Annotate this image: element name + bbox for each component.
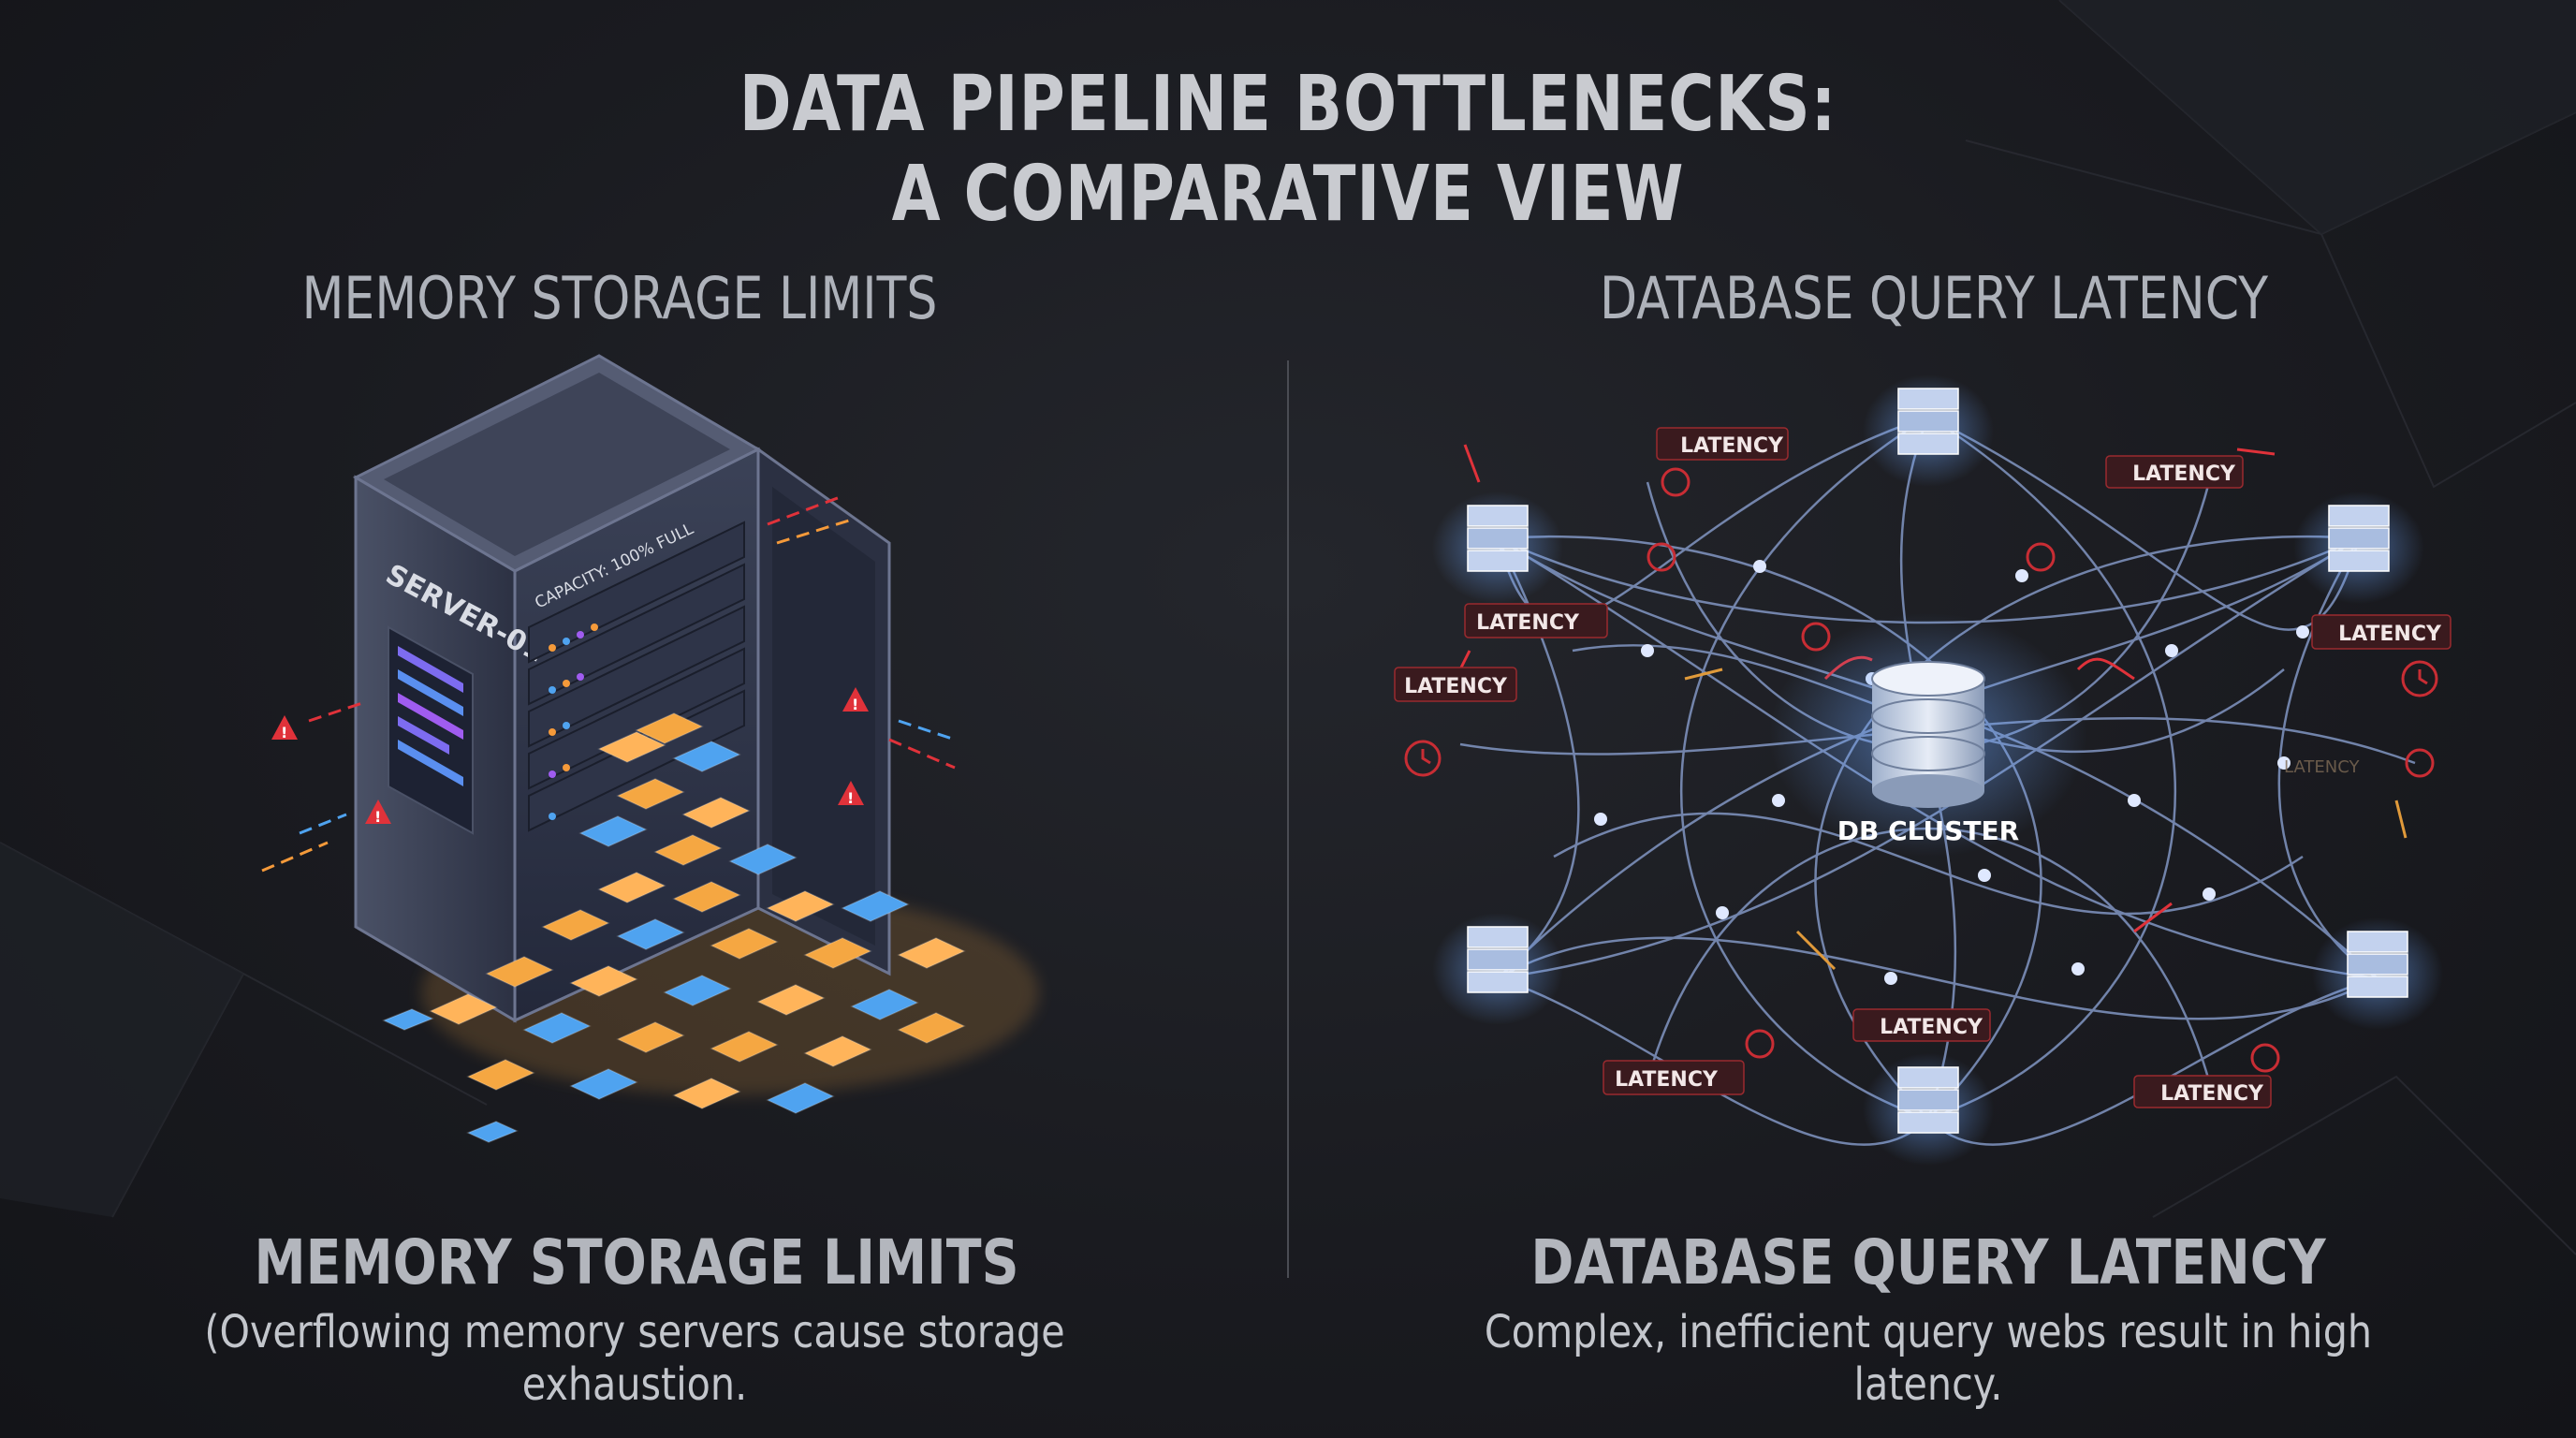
latency-tag: LATENCY: [1656, 427, 1789, 461]
database-icon: [1769, 613, 2087, 857]
latency-tag: LATENCY: [2105, 455, 2244, 489]
server-node: [1432, 374, 2443, 1166]
title-line-2: A COMPARATIVE VIEW: [891, 150, 1685, 239]
clock-icon: [1404, 467, 2438, 1073]
memory-caption-text: (Overflowing memory servers cause storag…: [204, 1306, 1065, 1411]
server-overflow-illustration: SERVER-01 CAPACITY: 100% FULL: [261, 354, 1039, 1143]
svg-text:LATENCY: LATENCY: [2338, 623, 2442, 646]
svg-text:!: !: [852, 696, 858, 713]
svg-text:LATENCY: LATENCY: [1404, 675, 1508, 698]
warning-icon: ! ! ! !: [271, 687, 869, 826]
svg-text:!: !: [847, 789, 854, 807]
latency-caption-text: Complex, inefficient query webs result i…: [1484, 1306, 2373, 1411]
panel-divider: [1287, 360, 1289, 1278]
latency-caption-title: DATABASE QUERY LATENCY: [1530, 1226, 2326, 1299]
svg-text:LATENCY: LATENCY: [1680, 434, 1784, 458]
db-cluster-label: DB CLUSTER: [1837, 815, 2019, 846]
svg-text:LATENCY: LATENCY: [2160, 1082, 2264, 1106]
latency-faded-label: LATENCY: [2284, 757, 2360, 777]
latency-tag: LATENCY: [1603, 1060, 1745, 1095]
latency-panel-heading: DATABASE QUERY LATENCY: [1599, 264, 2269, 332]
svg-text:LATENCY: LATENCY: [1615, 1068, 1719, 1092]
latency-tag: LATENCY: [1394, 667, 1517, 702]
latency-tag: LATENCY: [2311, 614, 2452, 650]
svg-text:LATENCY: LATENCY: [1476, 611, 1580, 635]
svg-text:!: !: [281, 724, 287, 741]
page-title: DATA PIPELINE BOTTLENECKS: A COMPARATIVE…: [232, 60, 2345, 240]
svg-text:LATENCY: LATENCY: [1880, 1016, 1983, 1039]
svg-text:LATENCY: LATENCY: [2132, 462, 2236, 486]
latency-tag: LATENCY: [1464, 603, 1608, 638]
memory-caption-title: MEMORY STORAGE LIMITS: [254, 1226, 1019, 1299]
latency-tag: LATENCY: [1852, 1008, 1991, 1042]
db-latency-network-illustration: DB CLUSTER LATENCY LATENCY LATENCY LATEN…: [1394, 374, 2452, 1166]
latency-tag: LATENCY: [2133, 1075, 2272, 1108]
title-line-1: DATA PIPELINE BOTTLENECKS:: [739, 60, 1837, 149]
svg-text:!: !: [374, 808, 381, 826]
memory-panel-heading: MEMORY STORAGE LIMITS: [301, 264, 938, 332]
